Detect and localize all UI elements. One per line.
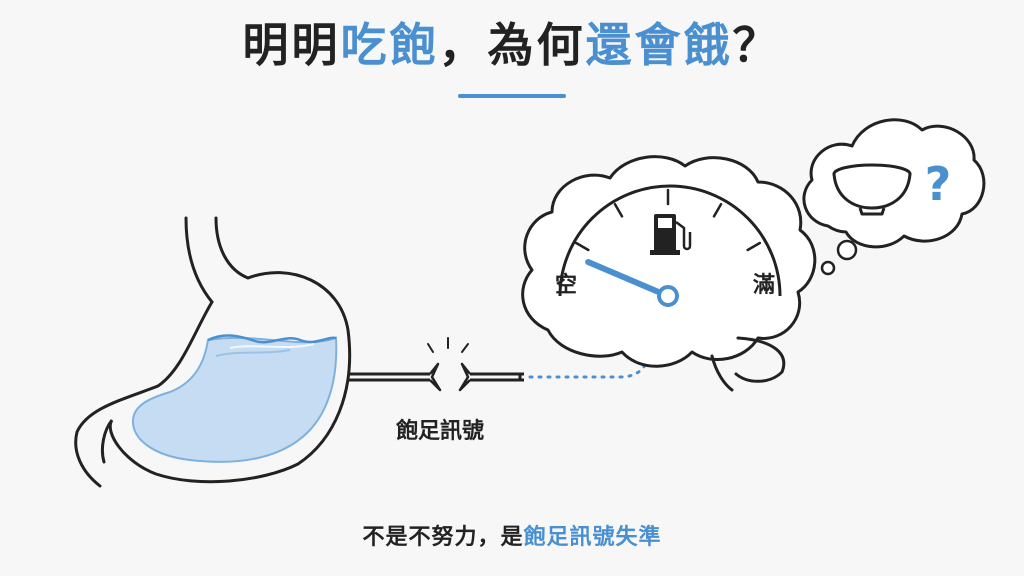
brain-stem: [710, 354, 734, 392]
gauge-full-label: 滿: [753, 272, 775, 298]
gauge-tick: [746, 241, 762, 252]
satiety-signal-line: 飽足訊號: [348, 334, 652, 444]
signal-label: 飽足訊號: [395, 418, 484, 444]
cerebellum: [734, 336, 786, 383]
thought-dot-large: [836, 239, 858, 261]
title-underline: [458, 94, 566, 98]
title-part-2: 吃飽: [340, 18, 439, 72]
gauge-ticks: [574, 188, 762, 252]
signal-break-right: [458, 362, 471, 392]
liquid-ripple: [215, 349, 291, 357]
title-part-3: ，為何: [438, 18, 586, 72]
break-spark-icon: [427, 337, 469, 353]
question-mark-icon: ?: [925, 157, 952, 211]
brain-outline: [521, 155, 817, 368]
title-part-5: ？: [732, 18, 782, 72]
fuel-pump-icon: [650, 214, 692, 255]
stomach-illustration: [74, 216, 352, 488]
gauge-pivot: [657, 285, 679, 307]
thought-bubble: ?: [802, 118, 986, 276]
stomach-inner-contour: [229, 343, 315, 349]
page-title: 明明吃飽，為何還會餓？: [0, 8, 1024, 82]
title-part-4: 還會餓: [585, 18, 733, 72]
caption-part-1: 不是不努力，是: [362, 525, 524, 550]
caption: 不是不努力，是飽足訊號失準: [0, 519, 1024, 551]
gauge-empty-label: 空: [555, 272, 577, 298]
caption-part-2: 飽足訊號失準: [523, 525, 662, 550]
thought-dot-small: [820, 260, 836, 276]
gauge-tick: [613, 202, 624, 218]
gauge-tick: [712, 202, 723, 218]
stomach-outer-wall: [74, 216, 214, 488]
bowl-icon: [832, 163, 912, 216]
title-part-1: 明明: [242, 18, 341, 72]
signal-dotted-line: [528, 334, 652, 379]
stomach-inner-wall: [100, 216, 352, 484]
brain-illustration: [521, 155, 817, 392]
liquid-surface: [207, 334, 337, 344]
gauge-tick: [574, 241, 590, 252]
stomach-contents: [131, 336, 338, 463]
gauge-arc: [558, 184, 782, 297]
gauge-needle: [585, 259, 671, 299]
signal-break-left: [429, 362, 442, 392]
fullness-gauge: 空 滿: [555, 184, 782, 307]
